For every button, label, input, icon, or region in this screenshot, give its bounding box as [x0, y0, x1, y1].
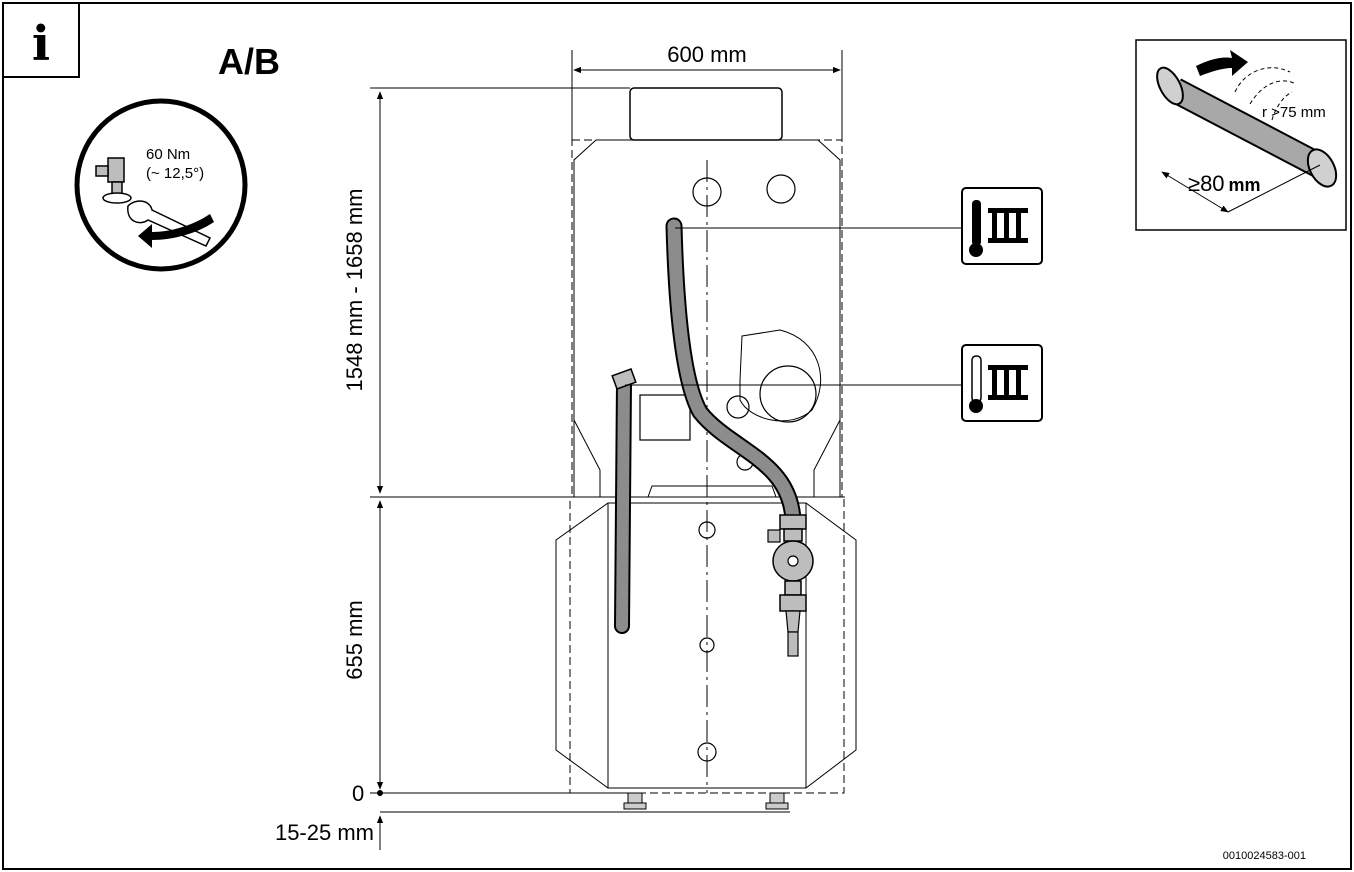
wrench-icon — [127, 200, 212, 247]
lower-unit — [555, 496, 857, 810]
torque-angle: (~ 12,5°) — [146, 165, 204, 182]
width-dimension: 600 mm — [571, 42, 843, 140]
torque-detail: 60 Nm (~ 12,5°) — [74, 98, 248, 272]
heating-flow-icon — [961, 187, 1043, 265]
info-icon: i — [2, 2, 80, 78]
pump-assembly — [767, 514, 814, 657]
heating-pipes — [611, 217, 802, 634]
total-height-label: 1548 mm - 1658 mm — [342, 189, 367, 392]
bend-radius-label: r >75 mm — [1262, 104, 1326, 121]
heating-return-icon — [961, 344, 1043, 422]
valve-icon — [95, 157, 132, 204]
width-label: 600 mm — [667, 42, 746, 67]
bend-direction-arrow-icon — [1196, 50, 1248, 76]
height-dimensions: 1548 mm - 1658 mm 655 mm 0 15-25 mm — [275, 87, 845, 850]
rotation-arrow-icon — [138, 214, 214, 248]
info-glyph: i — [32, 16, 50, 72]
variant-label: A/B — [218, 41, 280, 82]
drawing-number: 0010024583-001 — [1223, 850, 1306, 862]
zero-label: 0 — [352, 781, 364, 806]
lower-height-label: 655 mm — [342, 600, 367, 679]
torque-value: 60 Nm — [146, 146, 190, 163]
foot-adjust-label: 15-25 mm — [275, 820, 374, 845]
